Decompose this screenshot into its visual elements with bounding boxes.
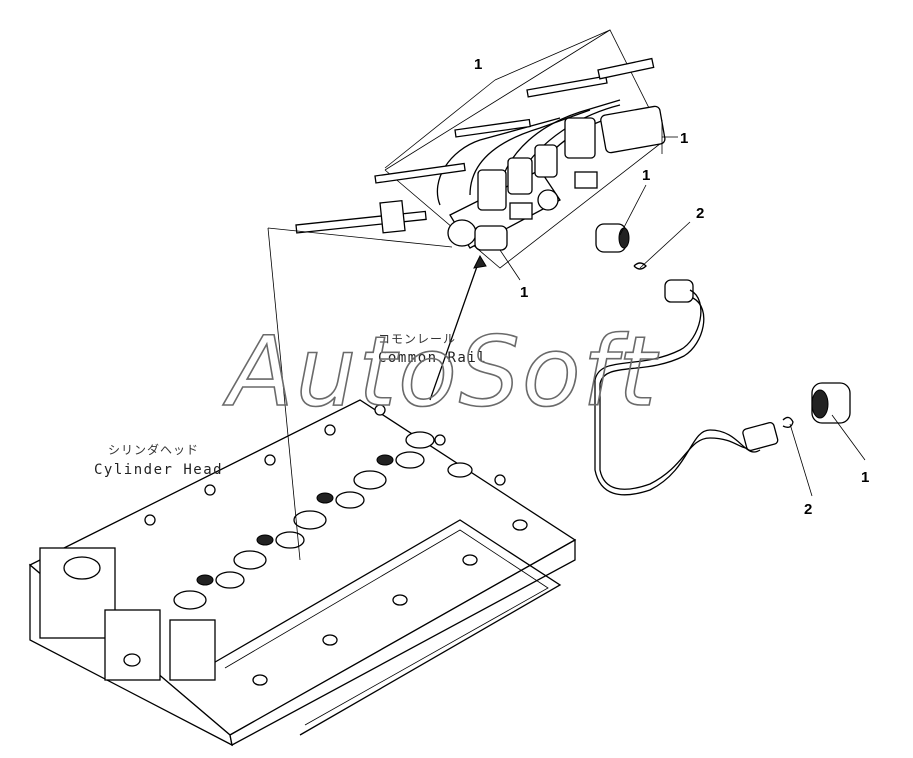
watermark: AutoSoft <box>222 316 659 428</box>
callout-sensor-lower: 1 <box>861 469 869 486</box>
common-rail-assembly <box>295 29 666 269</box>
common-rail-label-jp: コモンレール <box>378 332 456 346</box>
bolt-bosses <box>144 404 506 526</box>
callout-rail-bottom: 1 <box>520 284 528 301</box>
callout-clip-lower: 2 <box>804 501 812 518</box>
callout-right-injector: 1 <box>680 130 688 147</box>
valve-ports <box>173 431 528 686</box>
callout-clip-upper: 2 <box>696 205 704 222</box>
cylinder-head <box>28 399 577 747</box>
leader-lines <box>267 29 866 561</box>
clip-lower-part <box>782 416 794 428</box>
callout-top: 1 <box>474 56 482 73</box>
common-rail-label-en: Common Rail <box>378 350 487 366</box>
injectors <box>295 57 655 234</box>
callout-sensor-upper: 1 <box>642 167 650 184</box>
cylinder-head-label-en: Cylinder Head <box>94 462 223 478</box>
cylinder-head-label-jp: シリンダヘッド <box>108 442 199 457</box>
clip-upper-part <box>633 262 647 270</box>
sensor-harness <box>594 279 851 496</box>
